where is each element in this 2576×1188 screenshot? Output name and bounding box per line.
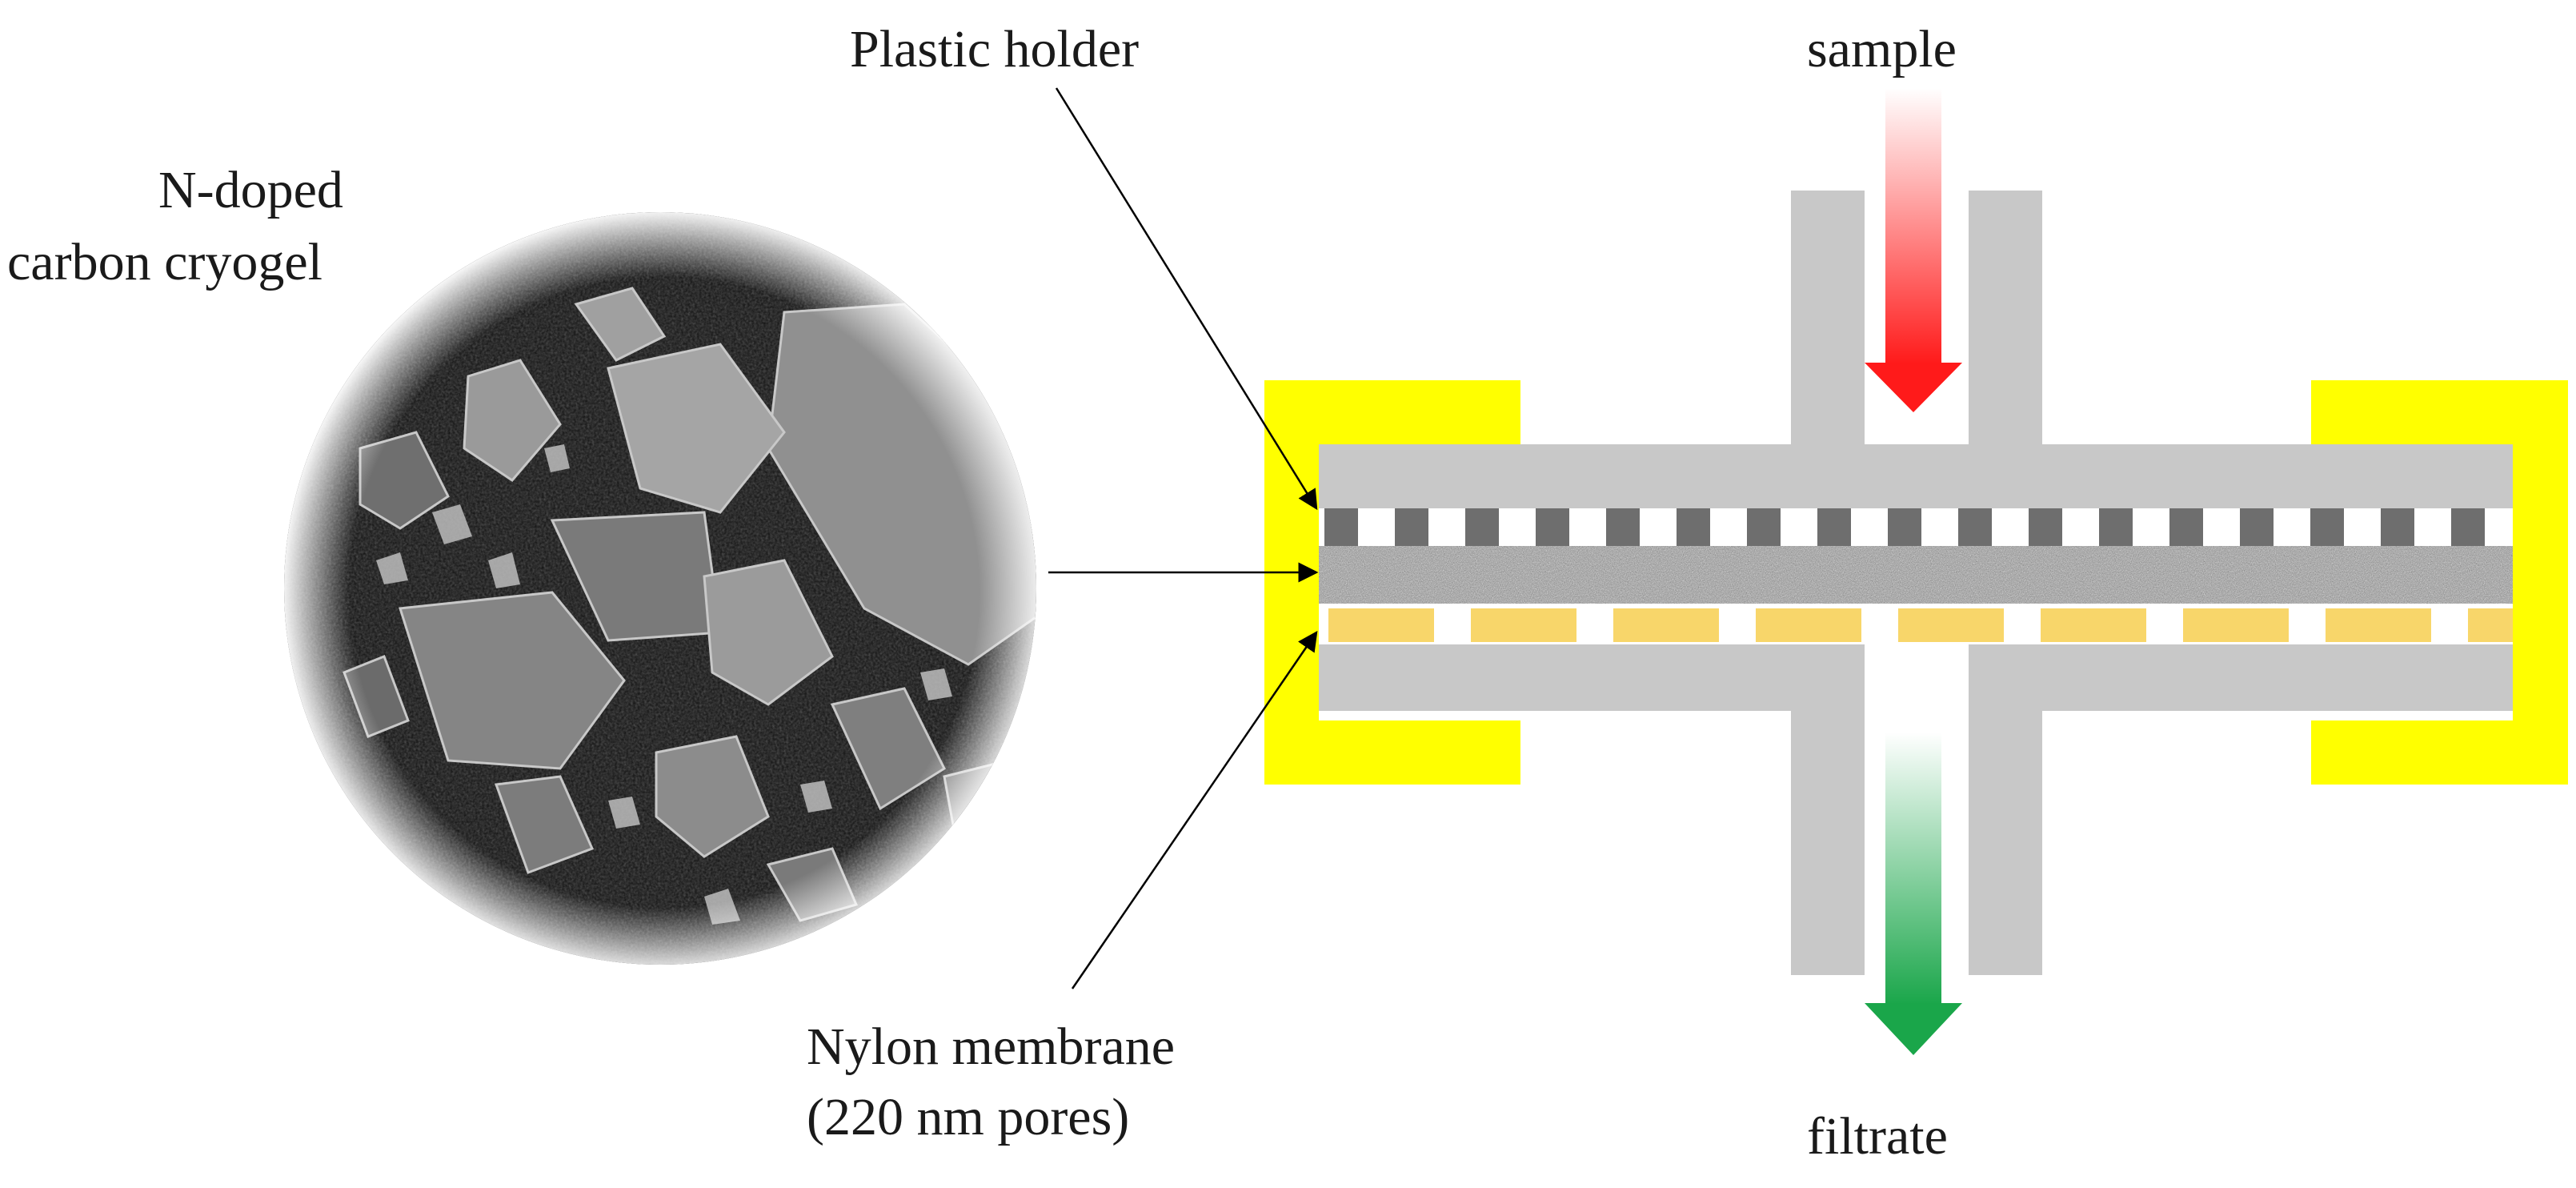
right-yellow-clamp [2311,380,2568,785]
nylon-membrane-pads [1328,608,2513,642]
support-tooth [1324,508,1358,546]
carbon-cryogel-layer [1319,546,2513,604]
membrane-label-line2: (220 nm pores) [807,1088,1130,1146]
holder-top-half [1319,191,2513,508]
support-tooth [2099,508,2133,546]
support-tooth [2381,508,2414,546]
sample-arrow [1865,88,1962,412]
support-tooth [1606,508,1640,546]
membrane-pad [1471,608,1576,642]
support-tooth [1677,508,1710,546]
support-tooth [2240,508,2274,546]
membrane-pad [1756,608,1861,642]
support-tooth [1747,508,1781,546]
cryogel-label-line1: N-doped [158,161,343,219]
support-tooth [1395,508,1428,546]
membrane-pad [2183,608,2289,642]
holder-bottom-half [1319,644,1865,975]
membrane-pad [1898,608,2004,642]
plastic-holder-label: Plastic holder [850,20,1140,78]
support-tooth [1817,508,1851,546]
left-yellow-clamp [1264,380,1520,785]
cryogel-label-line2: carbon cryogel [7,233,323,291]
support-tooth [2310,508,2344,546]
support-tooth [2169,508,2203,546]
membrane-pad [2468,608,2513,642]
support-tooth [1958,508,1992,546]
membrane-pad [2326,608,2431,642]
pointer-lines [1048,87,1319,989]
plastic-holder-pointer [1055,87,1318,511]
support-teeth [1324,508,2485,546]
filter-cartridge [1264,88,2568,1055]
support-tooth [2029,508,2062,546]
membrane-pointer [1071,630,1318,989]
filtrate-label: filtrate [1807,1107,1948,1166]
membrane-label-line1: Nylon membrane [807,1017,1176,1076]
filtrate-arrow [1865,732,1962,1055]
support-tooth [1465,508,1499,546]
membrane-pad [1613,608,1719,642]
sample-label: sample [1807,20,1957,78]
support-tooth [1888,508,1921,546]
support-tooth [2451,508,2485,546]
membrane-pad [1328,608,1434,642]
support-tooth [1536,508,1569,546]
sem-micrograph [284,212,1036,965]
membrane-pad [2041,608,2146,642]
